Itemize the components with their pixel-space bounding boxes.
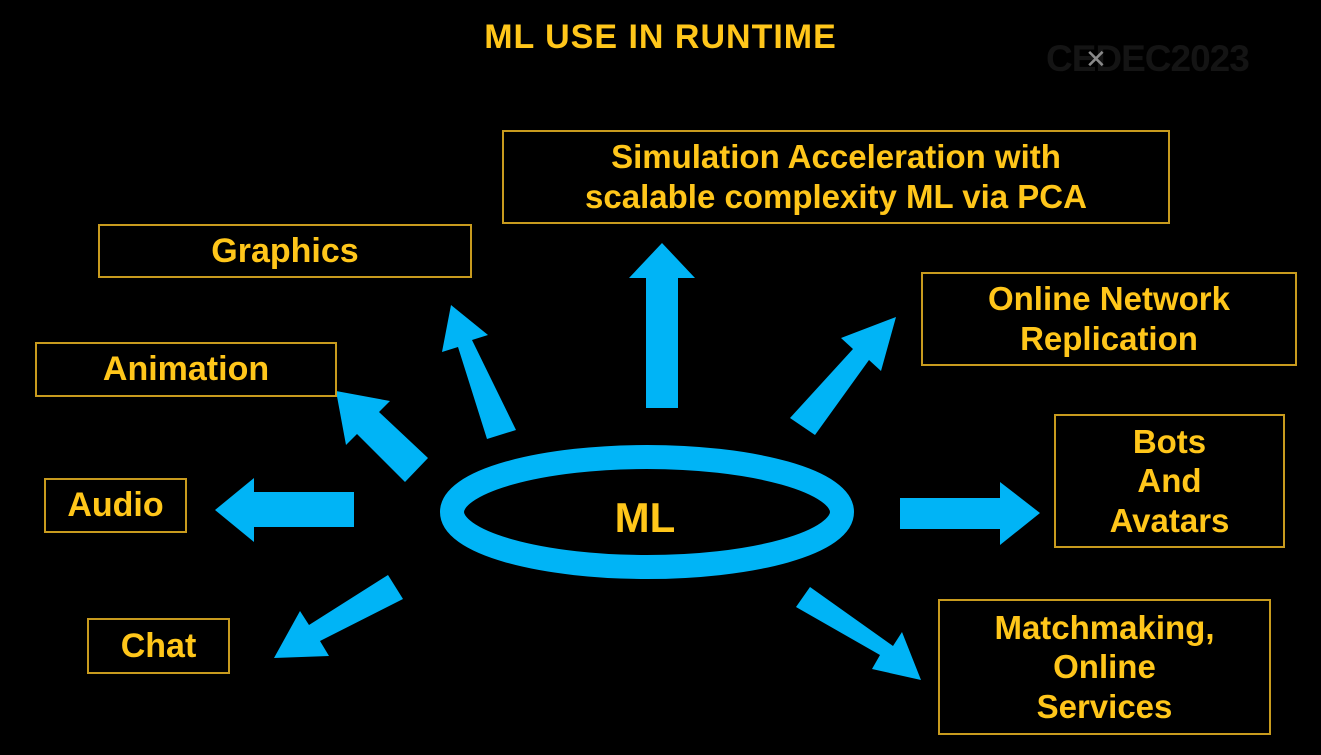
arrow-to-chat bbox=[274, 575, 403, 658]
ml-ellipse bbox=[440, 445, 854, 579]
box-bots: Bots And Avatars bbox=[1054, 414, 1285, 548]
arrows bbox=[215, 243, 1040, 680]
slide-title: ML USE IN RUNTIME bbox=[484, 18, 837, 56]
label-chat: Chat bbox=[120, 626, 197, 665]
arrow-to-bots bbox=[900, 482, 1040, 545]
ml-center-label: ML bbox=[614, 494, 676, 541]
label-graphics: Graphics bbox=[211, 231, 359, 270]
box-chat: Chat bbox=[87, 618, 230, 674]
label-animation: Animation bbox=[102, 350, 270, 389]
box-graphics: Graphics bbox=[98, 224, 472, 278]
box-matchmaking: Matchmaking, Online Services bbox=[938, 599, 1271, 735]
box-audio: Audio bbox=[44, 478, 187, 533]
arrow-to-graphics bbox=[442, 305, 516, 439]
arrow-to-animation bbox=[336, 391, 428, 482]
label-simulation: Simulation Acceleration with scalable co… bbox=[585, 138, 1087, 215]
label-audio: Audio bbox=[67, 486, 164, 525]
box-simulation: Simulation Acceleration with scalable co… bbox=[502, 130, 1170, 224]
label-bots: Bots And Avatars bbox=[1109, 422, 1230, 539]
cedec-watermark-logo: CEDEC2023 bbox=[1046, 38, 1250, 79]
label-matchmaking: Matchmaking, Online Services bbox=[994, 608, 1215, 725]
arrow-to-network bbox=[790, 317, 896, 435]
label-network: Online Network Replication bbox=[987, 280, 1231, 357]
arrow-to-matchmaking bbox=[796, 587, 921, 680]
box-animation: Animation bbox=[35, 342, 337, 397]
box-network: Online Network Replication bbox=[921, 272, 1297, 366]
close-icon: ✕ bbox=[1085, 44, 1107, 74]
arrow-to-simulation bbox=[629, 243, 695, 408]
arrow-to-audio bbox=[215, 478, 354, 542]
